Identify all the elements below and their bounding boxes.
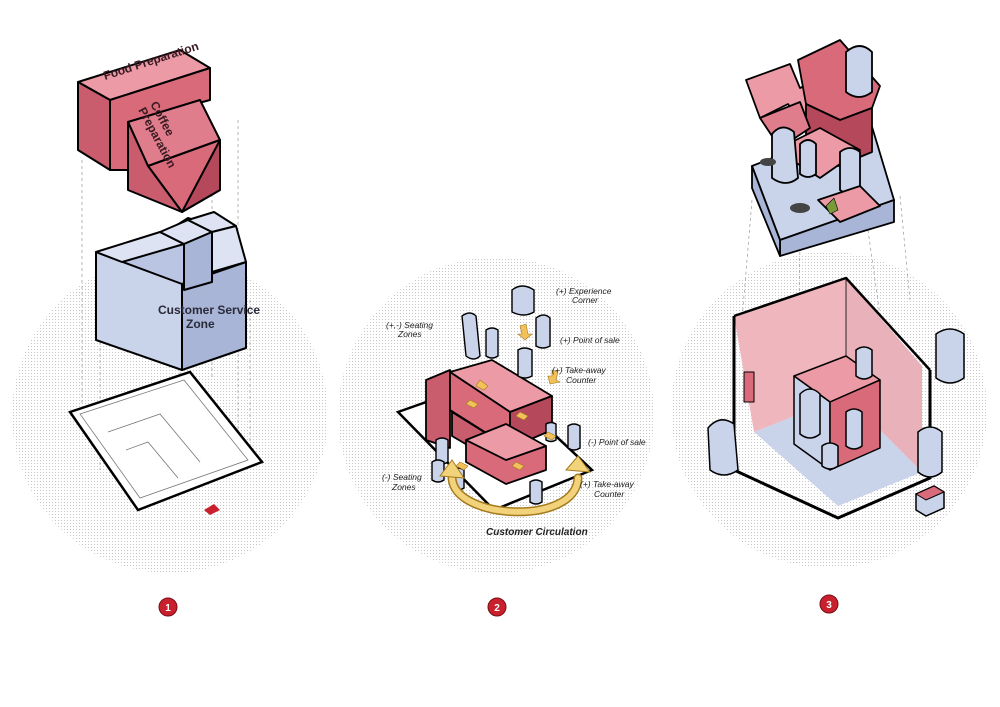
step-badge-1 xyxy=(158,597,178,617)
step-number-2: 2 xyxy=(494,603,500,614)
food-preparation-block xyxy=(77,49,221,213)
floating-furniture-3 xyxy=(707,328,965,517)
label-pos-minus: (-) Point of sale xyxy=(588,437,646,447)
label-seating-minus-2: Zones xyxy=(391,482,416,492)
exploded-assembly-3 xyxy=(745,39,895,257)
customer-service-label-1: Customer Service xyxy=(158,303,260,317)
circulation-arrow-head-icon xyxy=(564,455,592,473)
room-furniture-3 xyxy=(793,346,881,471)
diagram-1: Customer Service Zone Food Preparation C… xyxy=(12,39,328,617)
floating-red-piece xyxy=(914,485,946,501)
label-seating-top: (+,-) Seating xyxy=(386,320,433,330)
label-seating-top-2: Zones xyxy=(397,329,422,339)
customer-service-label-2: Zone xyxy=(186,317,215,331)
label-takeaway-bottom: (+) Take-away xyxy=(580,479,635,489)
label-seating-minus: (-) Seating xyxy=(382,472,422,482)
step-number-1: 1 xyxy=(165,603,171,614)
circulation-arrow xyxy=(449,475,581,515)
flow-arrows-2 xyxy=(455,323,561,471)
floor-plan-1 xyxy=(68,370,265,515)
step-number-3: 3 xyxy=(826,600,832,611)
step-badge-2 xyxy=(487,597,507,617)
north-arrow-icon xyxy=(204,504,220,515)
label-customer-circulation: Customer Circulation xyxy=(486,527,588,538)
step-badge-3 xyxy=(819,594,839,614)
customer-service-block xyxy=(95,211,247,371)
diagram-3: 3 xyxy=(671,39,987,614)
preparation-blocks-2 xyxy=(425,359,553,485)
diagram-2: (+) Experience Corner (+,-) Seating Zone… xyxy=(338,257,654,617)
label-takeaway-top: (+) Take-away xyxy=(552,365,607,375)
circulation-arrow-tail-icon xyxy=(439,459,465,479)
label-experience: (+) Experience xyxy=(556,286,612,296)
label-takeaway-bottom-2: Counter xyxy=(594,489,625,499)
label-pos-top: (+) Point of sale xyxy=(560,335,620,345)
furniture-pieces-2 xyxy=(431,285,581,505)
label-experience-2: Corner xyxy=(572,295,599,305)
label-takeaway-top-2: Counter xyxy=(566,375,597,385)
